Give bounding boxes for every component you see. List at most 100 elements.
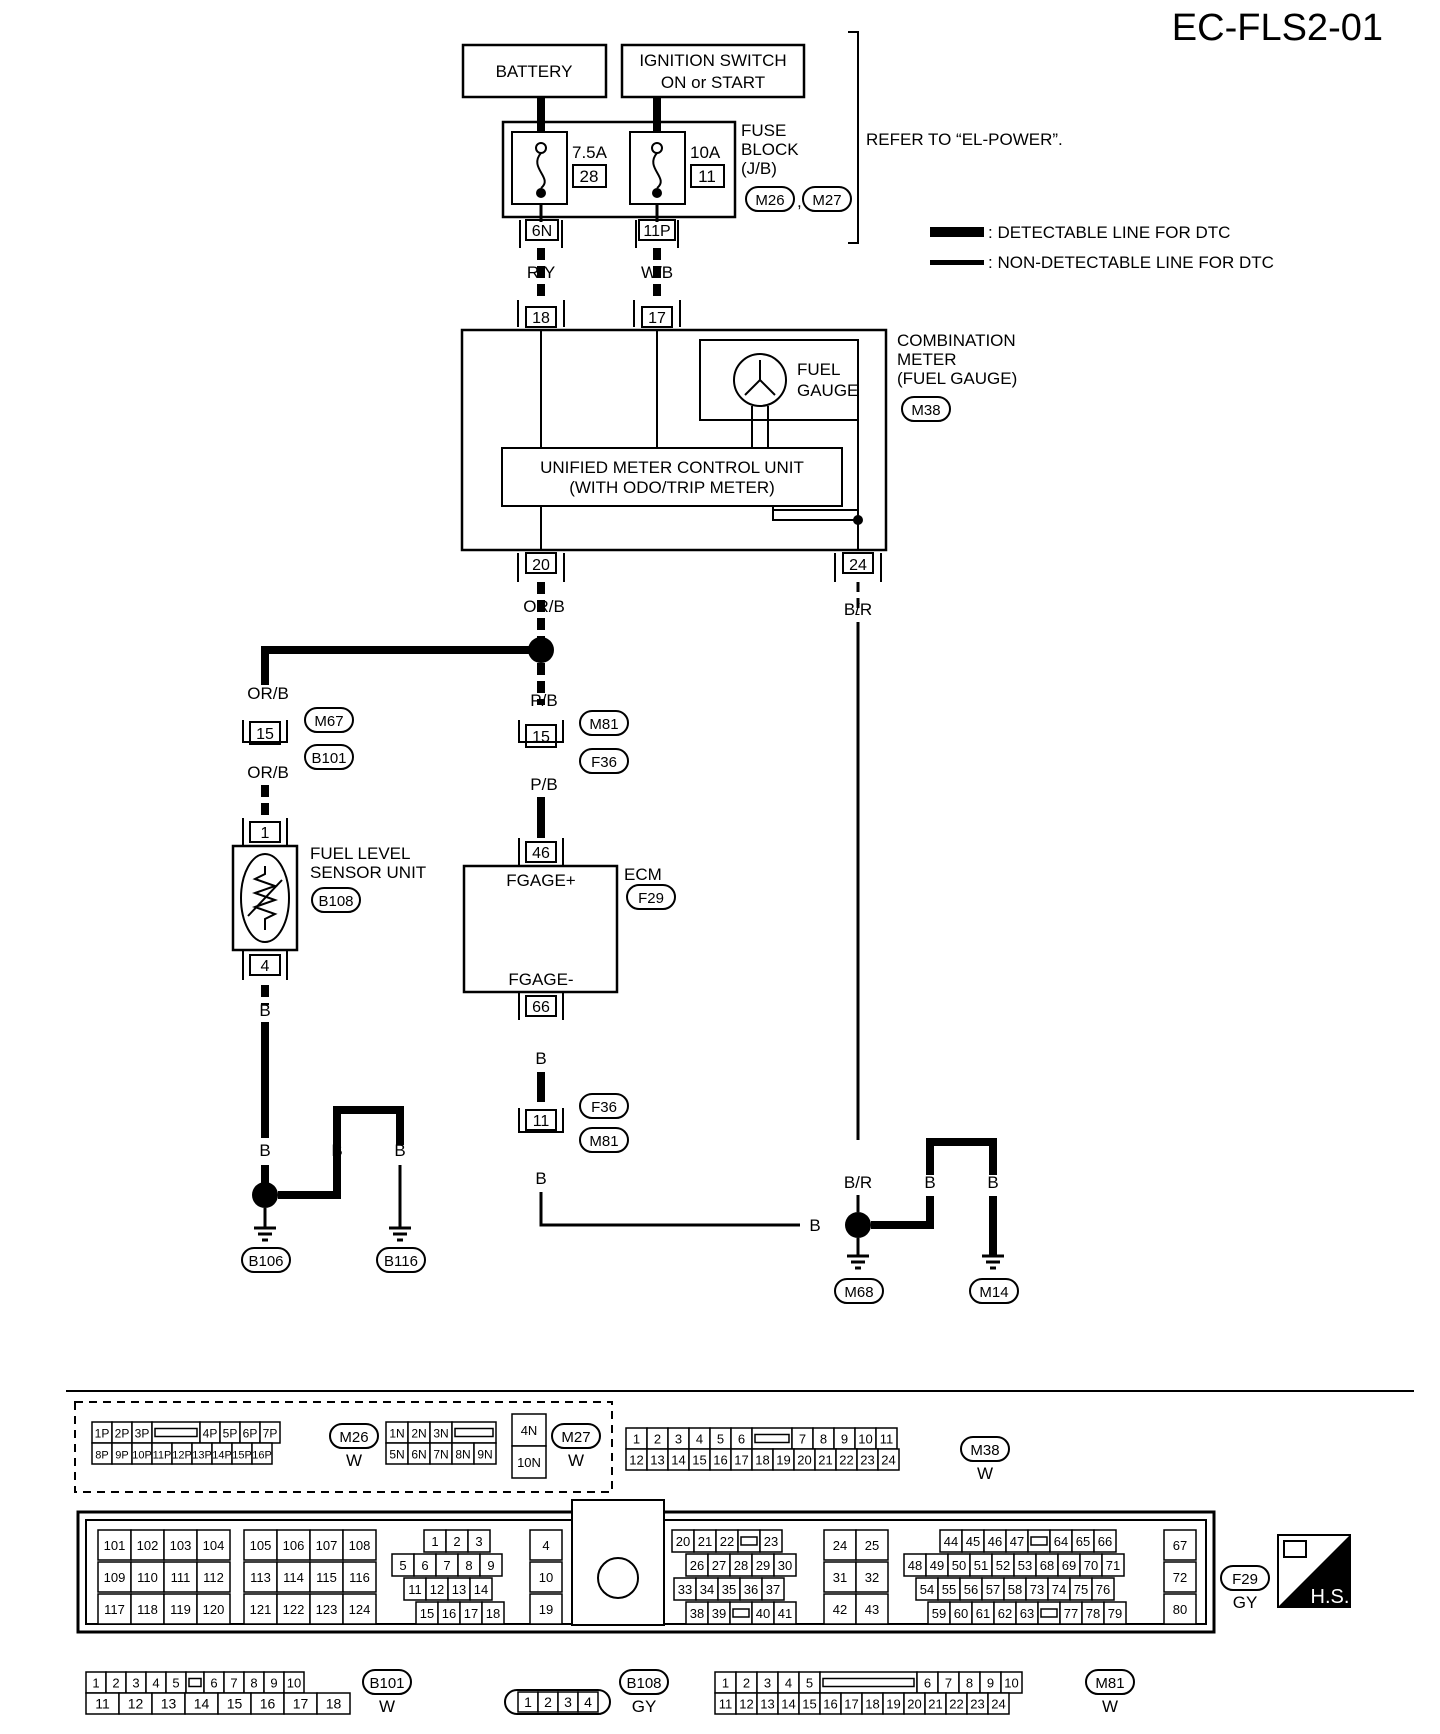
sensor-label-1: FUEL LEVEL	[310, 844, 410, 863]
f29-pin-label: 38	[690, 1606, 704, 1621]
m38-pin-label: 10	[858, 1432, 872, 1447]
m26-pin-label: 15P	[232, 1450, 252, 1462]
b101-pin-label: 11	[95, 1696, 110, 1712]
f29-cell	[855, 1593, 889, 1625]
f29-pin-label: 25	[865, 1538, 879, 1553]
meter-label-1: COMBINATION	[897, 331, 1016, 350]
f29-pin-label: 46	[988, 1534, 1002, 1549]
ecm-box	[462, 864, 619, 994]
m81-pin-label: 13	[760, 1697, 774, 1712]
wire-pb-2: P/B	[530, 775, 557, 794]
f29-pin-label: 33	[678, 1582, 692, 1597]
m27-cell	[473, 1442, 497, 1465]
f29-cell	[529, 1593, 563, 1625]
b101-pin-label: 17	[293, 1696, 309, 1712]
f29-pin-label: 123	[316, 1602, 338, 1617]
conn-f36-a: F36	[591, 754, 617, 771]
b101-badge	[362, 1669, 412, 1695]
b108-pin-label: 4	[584, 1694, 592, 1710]
f29-pin-label: 40	[756, 1606, 770, 1621]
f29-pin-label: 108	[349, 1538, 371, 1553]
f29-pin-label: 80	[1173, 1602, 1187, 1617]
f29-pin-label: 75	[1074, 1582, 1088, 1597]
f29-pin-label: 122	[283, 1602, 305, 1617]
hs-label: H.S.	[1311, 1586, 1350, 1608]
m67-pin-15: 15	[256, 726, 274, 743]
f29-pin-label: 73	[1030, 1582, 1044, 1597]
f29-cell	[1093, 1529, 1117, 1553]
m26-pin-label: 7P	[263, 1427, 278, 1441]
f29-pin-label: 34	[700, 1582, 714, 1597]
f29-pin-label: 44	[944, 1534, 958, 1549]
m38-pin-label: 13	[650, 1453, 664, 1468]
wire-b-g3: B	[394, 1141, 405, 1160]
f29-pin-label: 67	[1173, 1538, 1187, 1553]
m38-pin-label: 16	[713, 1453, 727, 1468]
fuse-b-terminal: 11P	[643, 223, 670, 240]
m26-badge	[329, 1423, 379, 1449]
m38-pin-label: 24	[881, 1453, 895, 1468]
fuse-a-amps: 7.5A	[572, 143, 608, 162]
f29-pin-label: 105	[250, 1538, 272, 1553]
b108-pin-label: 2	[544, 1694, 552, 1710]
m26-pin-label: 4P	[203, 1427, 218, 1441]
f29-cell	[309, 1529, 344, 1561]
f29-cell	[97, 1593, 132, 1625]
b101-pin-label: 18	[326, 1696, 342, 1712]
fuel-gauge-label-2: GAUGE	[797, 381, 858, 400]
wire-ry: R/Y	[527, 263, 555, 282]
m26-cell	[151, 1421, 201, 1444]
unit-label-1: UNIFIED METER CONTROL UNIT	[540, 458, 804, 477]
m38-pin-label: 7	[799, 1432, 806, 1447]
m27-badge	[551, 1423, 601, 1449]
f29-pin-label: 117	[104, 1602, 125, 1617]
m81-pin-label: 19	[886, 1697, 900, 1712]
b101-pin-label: 12	[128, 1696, 144, 1712]
f29-pin-label: 76	[1096, 1582, 1110, 1597]
f29-pin-label: 59	[932, 1606, 946, 1621]
f29-cell	[342, 1561, 377, 1593]
b101-pin-label: 3	[132, 1676, 139, 1691]
f29-pin-label: 26	[690, 1558, 704, 1573]
m38-cell	[877, 1448, 900, 1471]
b101-pin-label: 5	[172, 1676, 179, 1691]
legend-detectable: : DETECTABLE LINE FOR DTC	[988, 223, 1230, 242]
m81-pin-label: 20	[907, 1697, 921, 1712]
b108-color: GY	[632, 1697, 657, 1716]
conn-m81-a: M81	[589, 716, 618, 733]
f29-pin-label: 64	[1054, 1534, 1068, 1549]
m26-key	[154, 1427, 198, 1438]
f29-pin-label: 66	[1098, 1534, 1112, 1549]
m81-pin-15: 15	[532, 729, 550, 746]
f29-pin-label: 29	[756, 1558, 770, 1573]
f29-pin-label: 9	[487, 1558, 494, 1573]
f29-pin-label: 68	[1040, 1558, 1054, 1573]
refer-note: REFER TO “EL-POWER”.	[866, 130, 1063, 149]
m38-pin-label: 15	[692, 1453, 706, 1468]
m27-pin-label: 4N	[521, 1423, 538, 1438]
f29-pin-label: 42	[833, 1602, 847, 1617]
b101-key	[188, 1677, 202, 1688]
wire-orb-left-2: OR/B	[247, 763, 289, 782]
m38-pin-label: 1	[633, 1432, 640, 1447]
f29-pin-label: 50	[952, 1558, 966, 1573]
f29-pin-label: 116	[349, 1570, 370, 1585]
meter-label-2: METER	[897, 350, 957, 369]
f29-pin-label: 13	[452, 1582, 466, 1597]
conn-m67: M67	[314, 713, 343, 730]
unit-label-2: (WITH ODO/TRIP METER)	[569, 478, 775, 497]
m81-pin-label: 17	[844, 1697, 858, 1712]
f29-cell	[1163, 1593, 1197, 1625]
f29-cell	[163, 1529, 198, 1561]
b101-pin-label: 8	[250, 1676, 257, 1691]
sensor-label-2: SENSOR UNIT	[310, 863, 426, 882]
wire-b-ecm-2: B	[535, 1169, 546, 1188]
f29-pin-label: 19	[539, 1602, 553, 1617]
m38-pin-label: 22	[839, 1453, 853, 1468]
f29-cell	[1103, 1601, 1127, 1625]
fuse-block-box	[501, 120, 737, 219]
f29-cell	[823, 1561, 857, 1593]
